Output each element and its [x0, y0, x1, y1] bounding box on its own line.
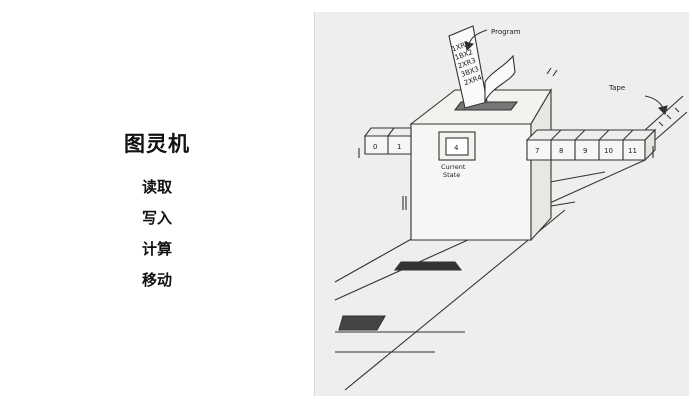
current-state-label: State — [443, 171, 460, 179]
tape-cell: 11 — [628, 147, 637, 155]
conveyor-floor — [334, 159, 646, 391]
tape-label: Tape — [608, 84, 625, 92]
operation-item-write: 写入 — [141, 209, 172, 227]
operation-list: 读取 写入 计算 移动 — [0, 176, 314, 300]
floor-slot — [393, 261, 463, 271]
turing-machine-illustration: Program Tape 1XR1 1BX2 2XR3 3BX3 2XR4 4 … — [314, 12, 689, 396]
operation-item-read: 读取 — [141, 178, 172, 196]
program-arrow — [464, 29, 488, 52]
tape-cell: 10 — [604, 147, 613, 155]
state-window — [438, 131, 476, 161]
machine-box — [409, 87, 552, 242]
motion-marks — [358, 67, 654, 210]
tape-cell: 0 — [373, 143, 377, 151]
left-panel: 图灵机 读取 写入 计算 移动 — [0, 0, 314, 407]
operation-item-compute: 计算 — [141, 240, 172, 258]
program-label: Program — [491, 28, 521, 36]
floor-slot — [338, 315, 386, 331]
current-state-value: 4 — [454, 144, 459, 152]
page-title: 图灵机 — [124, 132, 190, 156]
operation-item-move: 移动 — [141, 271, 172, 289]
tape-cell: 8 — [559, 147, 563, 155]
tape-cell: 9 — [583, 147, 587, 155]
program-paper — [448, 25, 516, 109]
tape-cell: 1 — [397, 143, 401, 151]
tape-cell: 7 — [535, 147, 539, 155]
tape-arrow — [644, 95, 668, 116]
current-state-label: Current — [441, 163, 466, 171]
tape-left — [363, 127, 412, 155]
